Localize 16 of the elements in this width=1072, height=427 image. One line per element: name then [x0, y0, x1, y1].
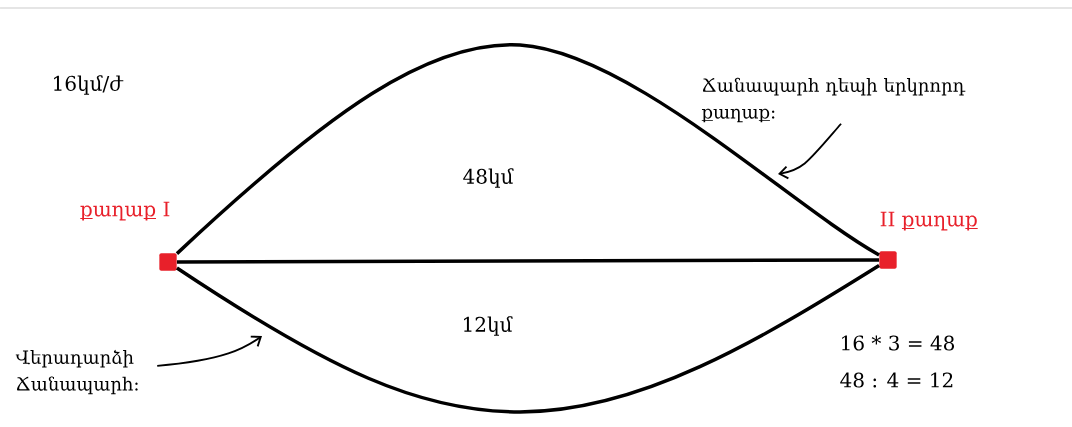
city-label: II քաղաք — [880, 211, 978, 231]
city-marker — [879, 251, 897, 269]
equation: 16 * 3 = 48 — [842, 335, 955, 351]
road — [176, 258, 880, 264]
leader-arrow — [156, 335, 262, 367]
road-caption: Ճանապարհ դեպի երկրորդ քաղաք։ — [701, 77, 966, 123]
city-label: քաղաք I — [80, 201, 170, 221]
road — [176, 264, 880, 414]
leader-arrow — [778, 122, 842, 180]
distance-label: 48կմ — [463, 168, 514, 188]
road-caption: Վերադարձի Ճանապարհ։ — [15, 349, 138, 395]
city-marker — [159, 253, 177, 271]
equation: 48 : 4 = 12 — [840, 372, 953, 388]
distance-label: 12կմ — [464, 316, 513, 336]
road — [175, 43, 880, 257]
speed-label: 16կմ/ժ — [54, 75, 124, 95]
